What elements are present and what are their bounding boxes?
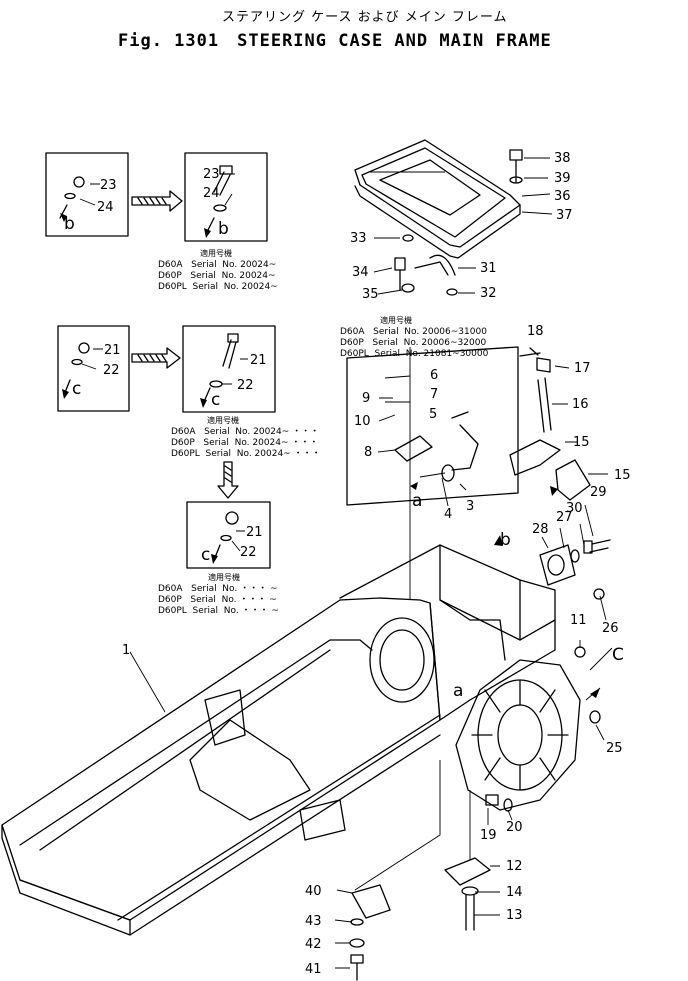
ref-letter-b: b bbox=[500, 530, 511, 550]
callout-29: 29 bbox=[590, 485, 607, 500]
callout-23-box2: 23 bbox=[203, 167, 220, 182]
figure-title: Fig. 1301 STEERING CASE AND MAIN FRAME bbox=[118, 31, 570, 51]
main-frame-1 bbox=[1, 597, 441, 936]
serial-line: D60P Serial No. 20024~ bbox=[158, 271, 276, 281]
callout-40: 40 bbox=[305, 884, 322, 899]
callout-22-box3: 22 bbox=[240, 545, 257, 560]
transition-arrow-icon bbox=[131, 347, 181, 369]
serial-heading: 適用号機 bbox=[200, 248, 232, 258]
callout-15-second: 15 bbox=[614, 468, 631, 483]
callout-32: 32 bbox=[480, 286, 497, 301]
callout-21-box1: 21 bbox=[104, 343, 121, 358]
detail-box-c-later bbox=[186, 501, 271, 569]
callout-23-box1: 23 bbox=[100, 178, 117, 193]
callout-3: 3 bbox=[466, 499, 474, 514]
callout-17: 17 bbox=[574, 361, 591, 376]
serial-heading: 適用号機 bbox=[207, 415, 239, 425]
pipe-detail-box bbox=[346, 346, 519, 506]
serial-line: D60A Serial No. ・・・ ~ bbox=[158, 584, 278, 594]
cover-plate-36 bbox=[354, 139, 521, 259]
ref-letter-c-capital: C bbox=[612, 645, 624, 665]
serial-line: D60A Serial No. 20006~31000 bbox=[340, 327, 487, 337]
serial-line: D60P Serial No. 20024~ ・・・ bbox=[171, 438, 318, 448]
serial-line: D60A Serial No. 20024~ bbox=[158, 260, 276, 270]
callout-39: 39 bbox=[554, 171, 571, 186]
callout-4: 4 bbox=[444, 507, 452, 522]
ref-letter-a: a bbox=[453, 681, 463, 701]
ref-letter-a: a bbox=[412, 491, 422, 511]
transition-arrow-down-icon bbox=[217, 461, 239, 499]
transition-arrow-icon bbox=[131, 190, 183, 212]
callout-13: 13 bbox=[506, 908, 523, 923]
serial-line: D60P Serial No. ・・・ ~ bbox=[158, 595, 277, 605]
detail-box-c-old bbox=[57, 325, 130, 412]
callout-37: 37 bbox=[556, 208, 573, 223]
title-japanese: ステアリング ケース および メイン フレーム bbox=[222, 10, 508, 25]
callout-21-box3: 21 bbox=[246, 525, 263, 540]
callout-14: 14 bbox=[506, 885, 523, 900]
callout-18: 18 bbox=[527, 324, 544, 339]
ref-letter-b: b bbox=[218, 219, 229, 239]
serial-line: D60A Serial No. 20024~ ・・・ bbox=[171, 427, 319, 437]
callout-41: 41 bbox=[305, 962, 322, 977]
callout-24-box2: 24 bbox=[203, 186, 220, 201]
ref-letter-c: c bbox=[201, 545, 210, 565]
callout-34: 34 bbox=[352, 265, 369, 280]
callout-12: 12 bbox=[506, 859, 523, 874]
callout-24-box1: 24 bbox=[97, 200, 114, 215]
callout-33: 33 bbox=[350, 231, 367, 246]
detail-box-c-new bbox=[182, 325, 276, 413]
callout-19: 19 bbox=[480, 828, 497, 843]
callout-35: 35 bbox=[362, 287, 379, 302]
serial-heading: 適用号機 bbox=[208, 572, 240, 582]
callout-30: 30 bbox=[566, 501, 583, 516]
callout-21-box2: 21 bbox=[250, 353, 267, 368]
figure-number: Fig. 1301 bbox=[118, 31, 220, 51]
callout-11: 11 bbox=[570, 613, 587, 628]
detail-box-b-new bbox=[184, 152, 268, 242]
figure-name: STEERING CASE AND MAIN FRAME bbox=[237, 31, 552, 51]
serial-line: D60PL Serial No. 21081~30000 bbox=[340, 349, 489, 359]
serial-heading: 適用号機 bbox=[380, 315, 412, 325]
ref-letter-c: c bbox=[211, 390, 220, 410]
serial-line: D60PL Serial No. 20024~ bbox=[158, 282, 278, 292]
serial-line: D60P Serial No. 20006~32000 bbox=[340, 338, 486, 348]
serial-line: D60PL Serial No. ・・・ ~ bbox=[158, 606, 279, 616]
callout-36: 36 bbox=[554, 189, 571, 204]
callout-9: 9 bbox=[362, 391, 370, 406]
callout-25: 25 bbox=[606, 741, 623, 756]
callout-10: 10 bbox=[354, 414, 371, 429]
ref-letter-b: b bbox=[64, 214, 75, 234]
serial-line: D60PL Serial No. 20024~ ・・・ bbox=[171, 449, 321, 459]
callout-22-box1: 22 bbox=[103, 363, 120, 378]
callout-6: 6 bbox=[430, 368, 438, 383]
callout-26: 26 bbox=[602, 621, 619, 636]
callout-20: 20 bbox=[506, 820, 523, 835]
callout-22-box2: 22 bbox=[237, 378, 254, 393]
callout-38: 38 bbox=[554, 151, 571, 166]
callout-7: 7 bbox=[430, 387, 438, 402]
steering-case bbox=[339, 544, 581, 811]
callout-31: 31 bbox=[480, 261, 497, 276]
callout-28: 28 bbox=[532, 522, 549, 537]
callout-8: 8 bbox=[364, 445, 372, 460]
callout-15: 15 bbox=[573, 435, 590, 450]
callout-1: 1 bbox=[122, 643, 130, 658]
callout-27: 27 bbox=[556, 510, 573, 525]
ref-letter-c: c bbox=[72, 379, 81, 399]
callout-42: 42 bbox=[305, 937, 322, 952]
callout-16: 16 bbox=[572, 397, 589, 412]
callout-43: 43 bbox=[305, 914, 322, 929]
callout-5: 5 bbox=[429, 407, 437, 422]
detail-box-b-old bbox=[45, 152, 129, 237]
